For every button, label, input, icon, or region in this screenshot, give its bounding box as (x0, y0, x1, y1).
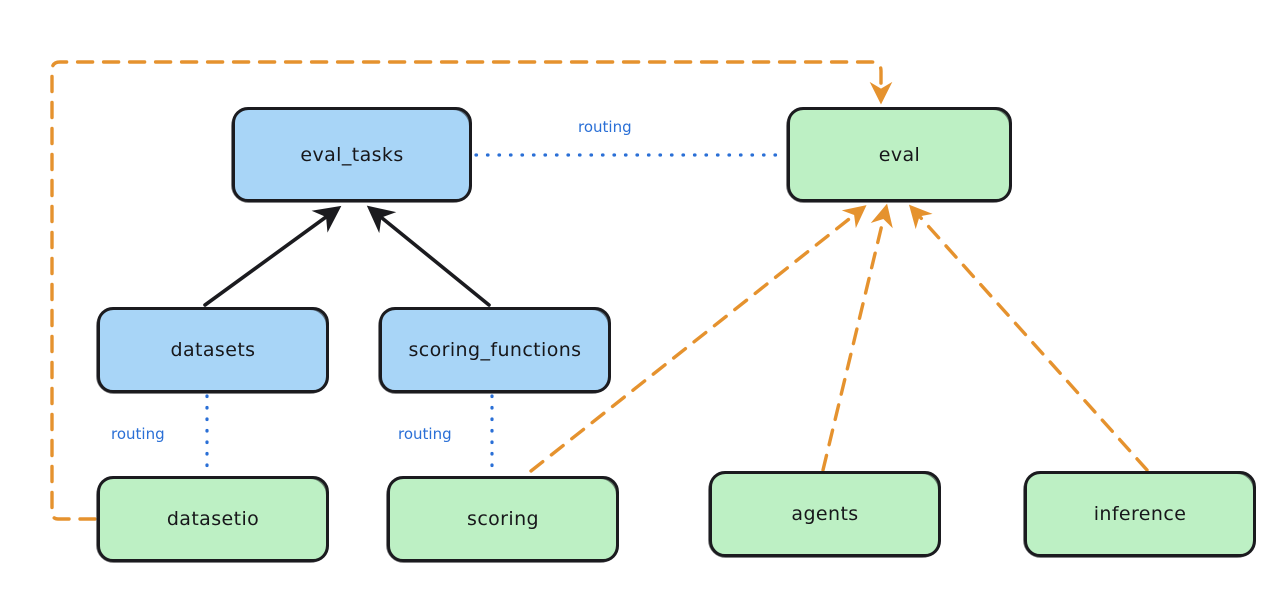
edge-datasets-eval_tasks (203, 205, 342, 307)
edge-scoring-eval (529, 205, 867, 473)
edge-agents-eval (821, 203, 893, 472)
node-label-inference: inference (1093, 503, 1187, 525)
node-label-eval_tasks: eval_tasks (300, 143, 404, 166)
node-datasets[interactable]: datasets (96, 307, 329, 394)
node-agents[interactable]: agents (708, 471, 941, 558)
edge-label-routing-scoring_functions-scoring: routing (398, 425, 452, 443)
node-label-datasetio: datasetio (166, 508, 260, 530)
node-eval_tasks[interactable]: eval_tasks (231, 107, 472, 203)
node-scoring_functions[interactable]: scoring_functions (378, 307, 611, 394)
edge-label-routing-eval_tasks-eval: routing (578, 118, 632, 136)
node-label-eval: eval (878, 143, 921, 166)
node-label-scoring_functions: scoring_functions (408, 339, 582, 361)
node-eval[interactable]: eval (786, 107, 1012, 203)
node-label-scoring: scoring (467, 508, 539, 530)
node-label-datasets: datasets (170, 339, 256, 361)
edge-datasetio-eval (50, 60, 893, 521)
edge-label-routing-datasets-datasetio: routing (111, 425, 165, 443)
node-datasetio[interactable]: datasetio (96, 476, 329, 563)
edge-inference-eval (908, 204, 1149, 472)
edge-scoring_functions-eval_tasks (366, 205, 491, 307)
node-scoring[interactable]: scoring (386, 476, 619, 563)
node-inference[interactable]: inference (1023, 471, 1256, 558)
node-label-agents: agents (791, 503, 859, 525)
